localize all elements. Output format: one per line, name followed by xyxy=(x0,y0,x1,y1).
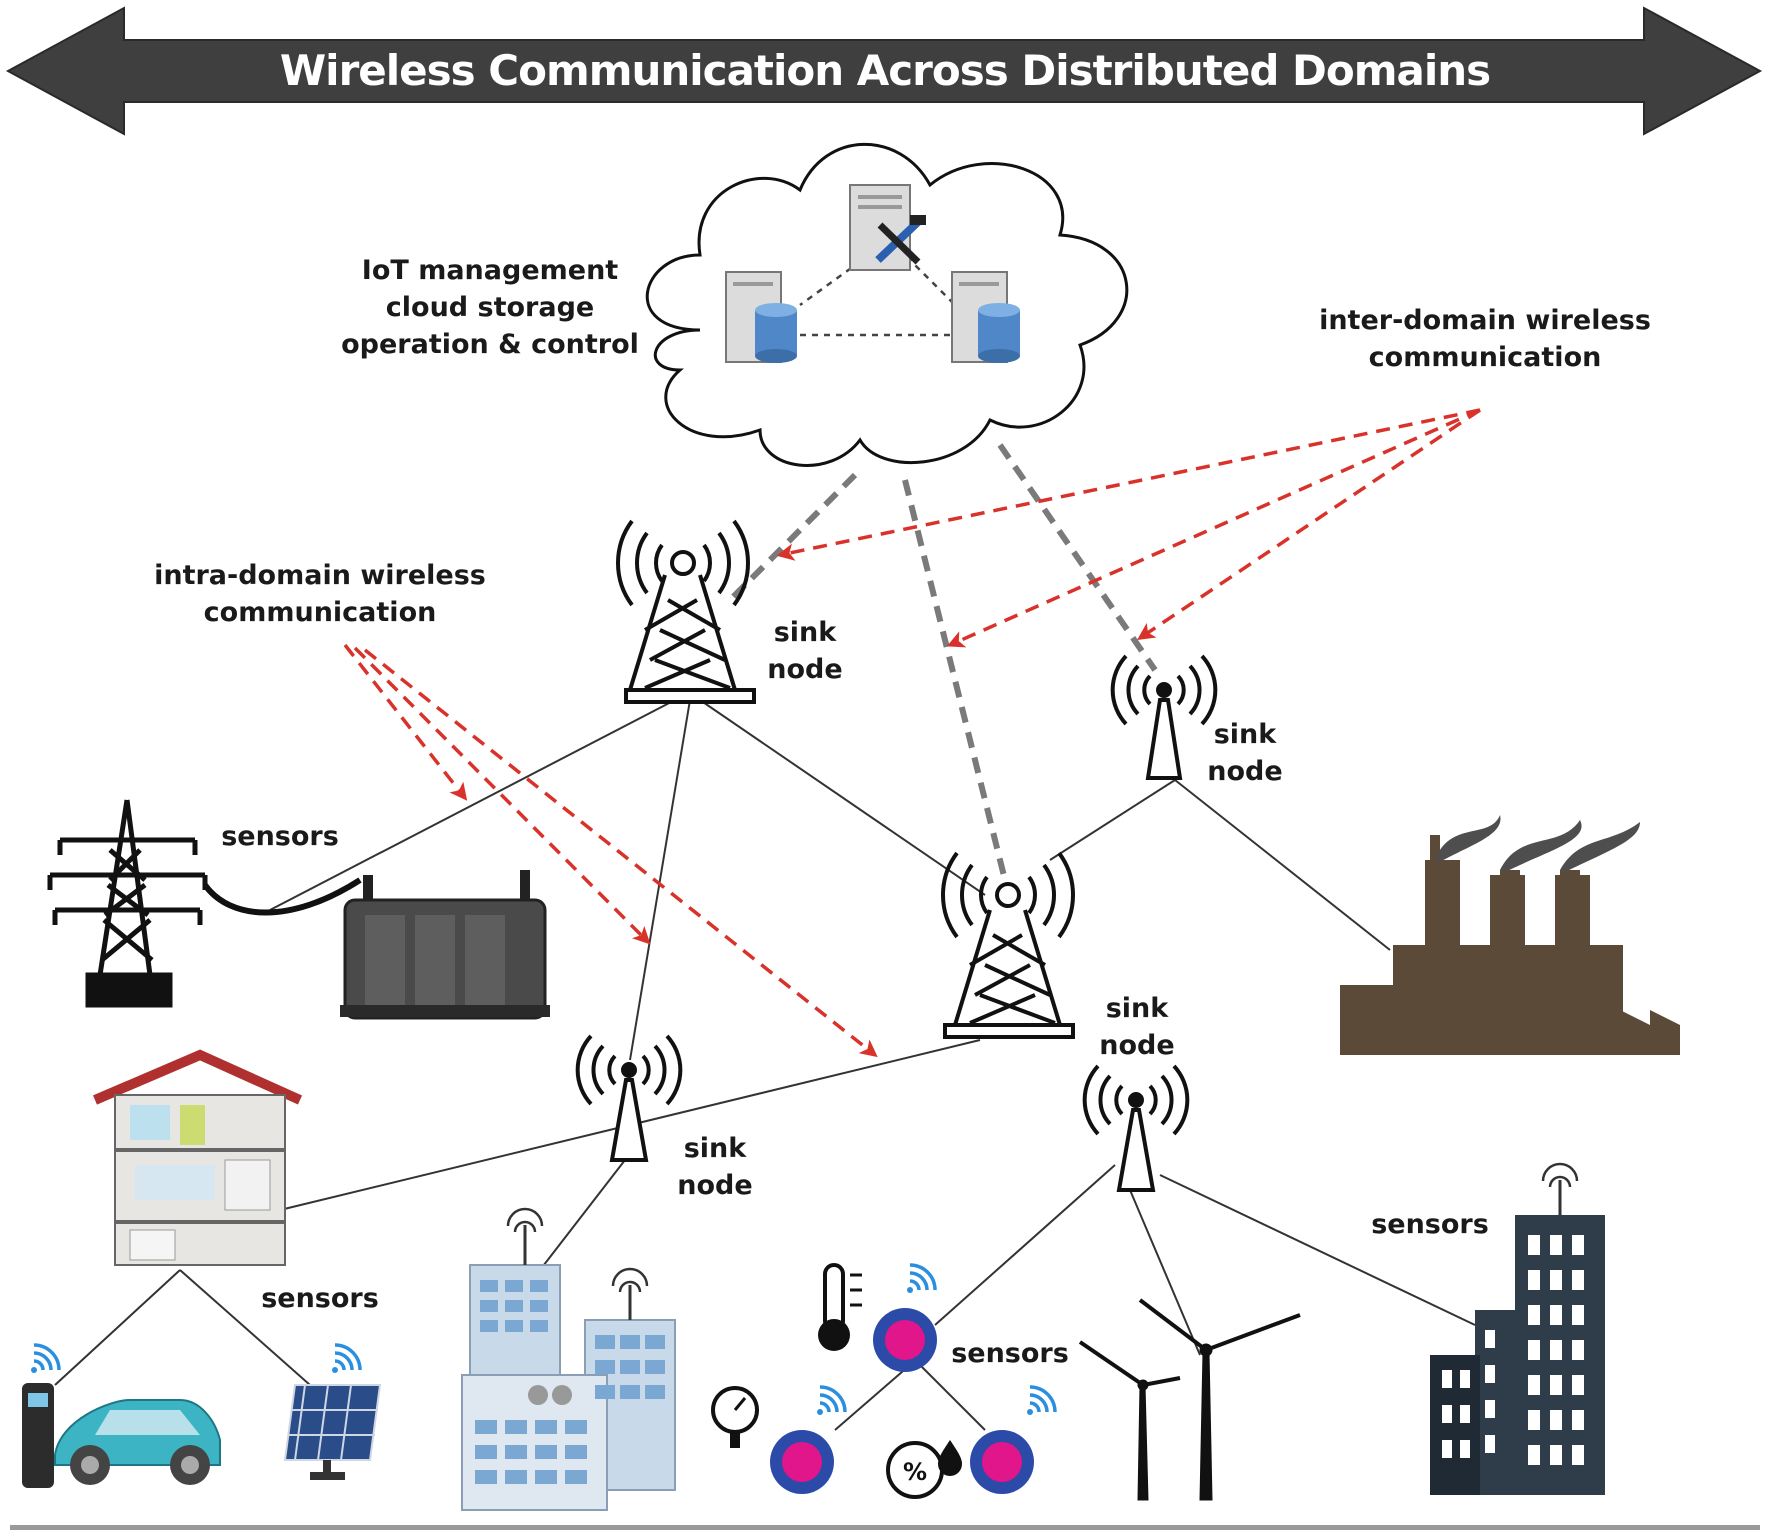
sensors-label-grid: sensors xyxy=(221,821,339,852)
charging-station-icon xyxy=(22,1343,61,1488)
tools-icon xyxy=(875,215,926,265)
sensor-node xyxy=(873,1263,937,1372)
office-building-icon xyxy=(461,1225,676,1511)
skyscraper-icon xyxy=(1430,1180,1605,1495)
cloud-backhaul-links xyxy=(727,443,1158,881)
house-icon xyxy=(93,1049,303,1266)
solar-panel-icon xyxy=(283,1343,382,1480)
sensors-label-env: sensors xyxy=(951,1338,1069,1369)
power-pylon-icon xyxy=(47,799,208,1008)
banner-arrow xyxy=(5,6,1763,136)
antenna-icon xyxy=(1082,1064,1190,1192)
diagram-title: Wireless Communication Across Distribute… xyxy=(279,46,1491,95)
power-cable xyxy=(202,877,362,916)
wind-turbine-icon xyxy=(1078,1298,1301,1501)
antenna-icon xyxy=(1110,654,1218,780)
ev-car-icon xyxy=(54,1399,221,1485)
database-icon xyxy=(755,303,797,363)
cloud-icon xyxy=(645,142,1129,467)
humidity-icon: % xyxy=(886,1440,962,1499)
intra-domain-label: intra-domain wireless communication xyxy=(154,560,486,628)
sink-node-label-right: sink node xyxy=(1207,719,1283,787)
pressure-gauge-icon xyxy=(711,1386,759,1448)
sink-node-label-top: sink node xyxy=(767,617,843,685)
intra-domain-arrows xyxy=(343,643,878,1058)
sink-node-label-center: sink node xyxy=(1099,993,1175,1061)
cell-tower-icon xyxy=(616,519,756,704)
sensor-node xyxy=(970,1385,1057,1494)
factory-icon xyxy=(1340,815,1680,1055)
sink-node-label-left: sink node xyxy=(677,1133,753,1201)
sensors-label-home: sensors xyxy=(261,1283,379,1314)
thermometer-icon xyxy=(818,1263,862,1351)
cell-tower-icon xyxy=(941,851,1075,1039)
svg-text:%: % xyxy=(903,1458,927,1486)
antenna-icon xyxy=(575,1034,683,1162)
transformer-icon xyxy=(340,870,550,1020)
network-links xyxy=(54,699,1476,1431)
inter-domain-arrows xyxy=(776,408,1481,648)
cloud-functions-label: IoT management cloud storage operation &… xyxy=(341,255,639,360)
database-icon xyxy=(978,303,1020,363)
sensors-label-building: sensors xyxy=(1371,1209,1489,1240)
wifi-signal-icon xyxy=(506,1162,1579,1293)
bottom-rule xyxy=(10,1525,1760,1530)
sensor-node xyxy=(770,1385,847,1494)
inter-domain-label: inter-domain wireless communication xyxy=(1319,305,1651,373)
